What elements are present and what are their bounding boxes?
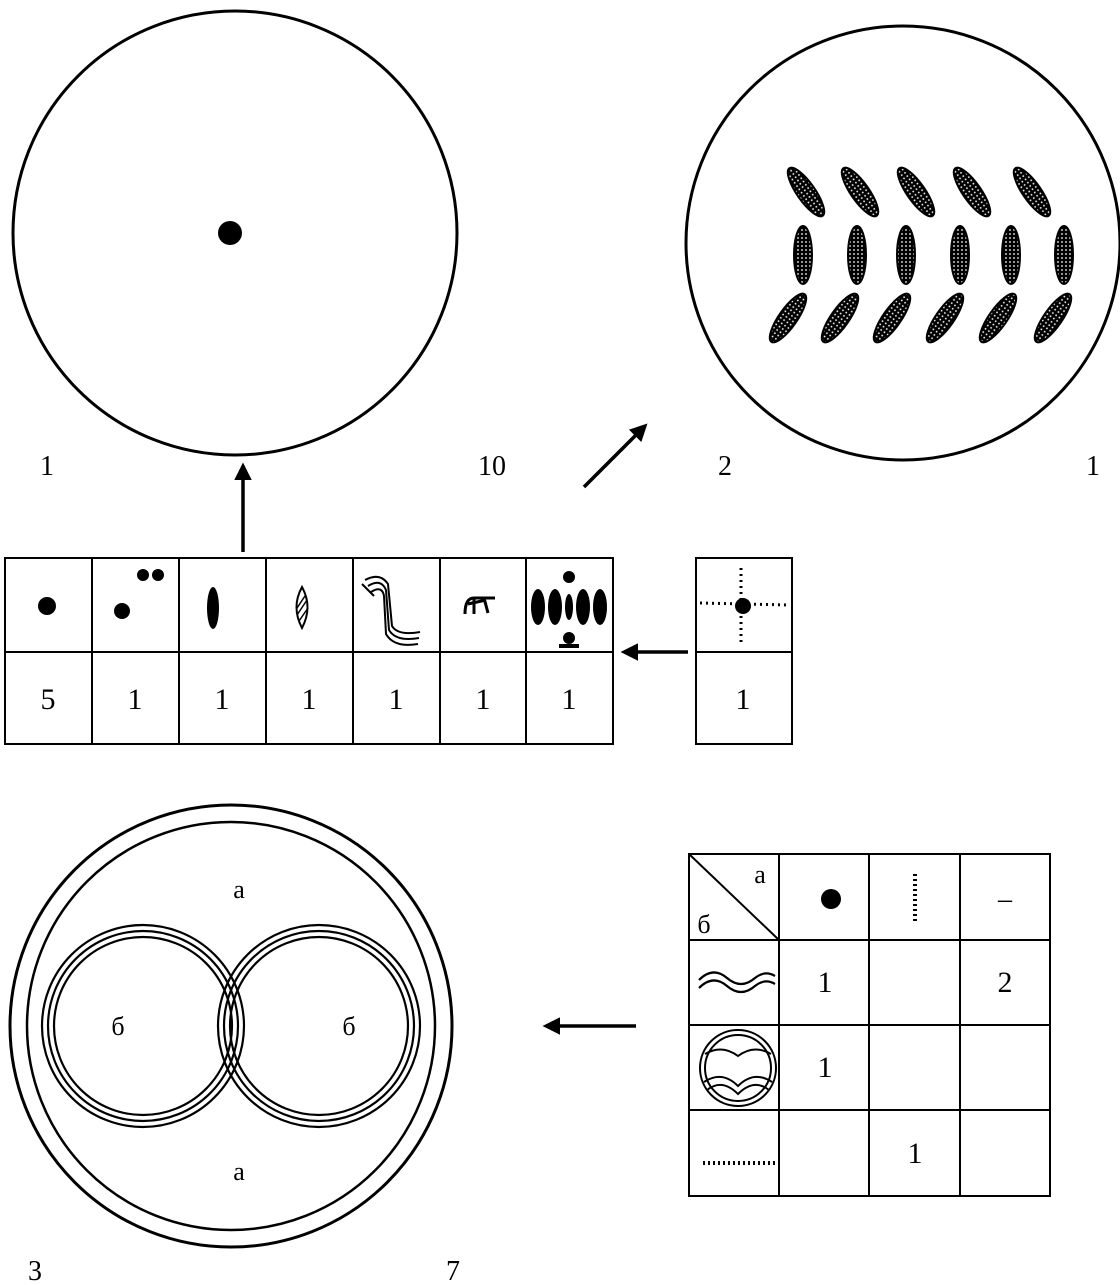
matrix-cell: 1: [818, 1051, 833, 1084]
wave-band-motif: [42, 925, 420, 1127]
wavy-band-icon: [362, 577, 420, 645]
zone-b-left: б: [111, 1012, 124, 1041]
stippled-oval: [848, 226, 866, 284]
dotted-cross-icon: [700, 568, 788, 646]
panel-1-number: 1: [40, 451, 54, 482]
stippled-oval: [868, 289, 916, 347]
panel-3-plate: а б б а: [10, 805, 452, 1247]
type-count: 1: [389, 683, 404, 716]
type-count: 5: [41, 683, 56, 716]
oval-cluster-icon: [531, 571, 607, 648]
stippled-oval: [951, 226, 969, 284]
stippled-oval: [816, 289, 864, 347]
side-table: 1: [696, 558, 792, 744]
type-count: 1: [215, 683, 230, 716]
zone-a-top: а: [233, 875, 245, 904]
type-count: 1: [476, 683, 491, 716]
stippled-oval: [764, 289, 812, 347]
stippled-ovals-group: [764, 163, 1077, 347]
side-count: 1: [736, 683, 751, 716]
hatched-lens-icon: [297, 587, 309, 628]
stippled-oval: [836, 163, 884, 221]
matrix-corner-top: а: [754, 860, 766, 889]
stippled-oval: [1029, 289, 1077, 347]
panel-2-count: 1: [1086, 451, 1100, 482]
panel-3-number: 3: [28, 1256, 42, 1285]
stippled-oval: [974, 289, 1022, 347]
panel-1-plate: [13, 11, 457, 455]
arrow-up-right: [584, 426, 645, 487]
dot-icon: [821, 889, 841, 909]
matrix-cell: 2: [998, 966, 1013, 999]
stippled-oval: [897, 226, 915, 284]
panel-2-plate: [686, 26, 1120, 460]
vertical-oval-icon: [207, 587, 219, 629]
type-count: 1: [128, 683, 143, 716]
panel-1-count: 10: [478, 451, 506, 482]
stippled-oval: [948, 163, 996, 221]
zone-a-bottom: а: [233, 1157, 245, 1186]
matrix-cell: 1: [908, 1137, 923, 1170]
stippled-oval: [1008, 163, 1056, 221]
framed-bowl-icon: [700, 1030, 776, 1106]
stippled-oval: [1055, 226, 1073, 284]
dash-icon: –: [997, 884, 1013, 915]
stippled-oval: [1002, 226, 1020, 284]
matrix-corner-bottom: б: [697, 910, 710, 939]
panel-3-count: 7: [446, 1256, 460, 1285]
double-wave-icon: [699, 972, 775, 992]
panel-2-number: 2: [718, 451, 732, 482]
dot-icon: [38, 597, 56, 615]
dot-with-pair-icon: [114, 569, 164, 619]
type-count: 1: [302, 683, 317, 716]
stippled-oval: [794, 226, 812, 284]
type-table: 5 1 1 1 1 1 1: [5, 558, 613, 744]
matrix-cell: 1: [818, 966, 833, 999]
stippled-oval: [782, 163, 830, 221]
center-dot-icon: [218, 221, 242, 245]
type-count: 1: [562, 683, 577, 716]
matrix-table: а б – 1 2 1 1: [689, 854, 1050, 1196]
hook-motif-icon: [465, 598, 495, 614]
stippled-oval: [921, 289, 969, 347]
zone-b-right: б: [342, 1012, 355, 1041]
stippled-oval: [892, 163, 940, 221]
